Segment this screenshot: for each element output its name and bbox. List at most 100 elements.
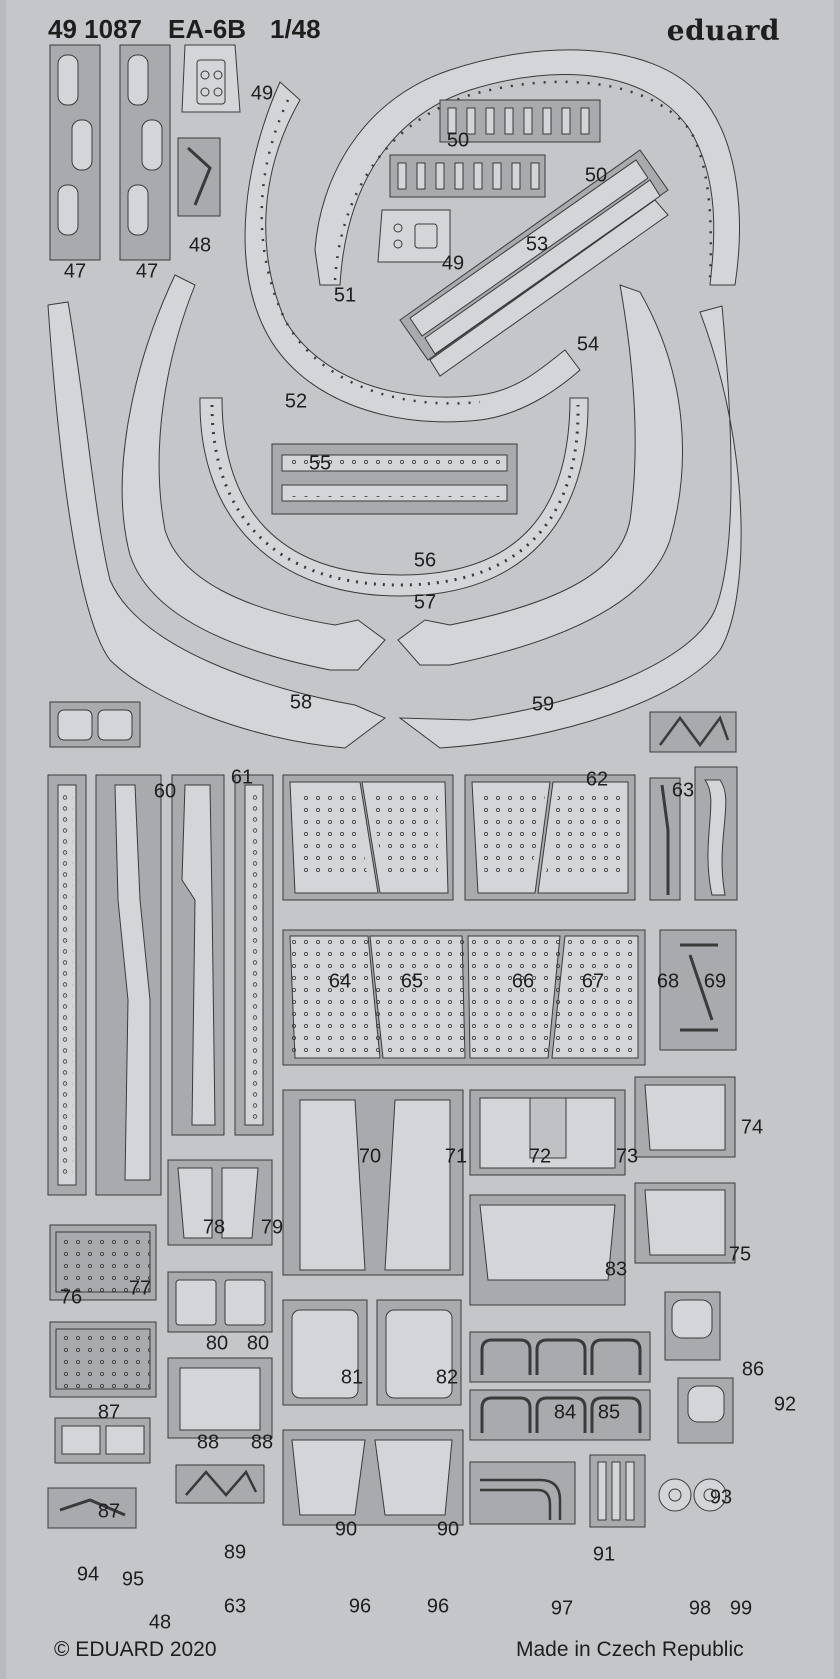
part-label: 51 [333,284,357,307]
part-label: 55 [308,452,332,475]
part-label: 60 [153,780,177,803]
part-label: 61 [230,766,254,789]
part-label: 95 [121,1568,145,1591]
part-label: 98 [688,1597,712,1620]
part-77 [95,774,162,1196]
part-label: 97 [550,1597,574,1620]
part-62 [398,305,742,749]
part-label: 83 [604,1258,628,1281]
part-label: 47 [135,260,159,283]
part-label: 76 [59,1286,83,1309]
part-label: 58 [289,691,313,714]
part-58 [121,274,386,671]
part-74 [659,929,737,1051]
part-label: 92 [773,1393,797,1416]
part-50-top [439,99,601,143]
part-51 [314,49,740,286]
part-label: 86 [741,1358,765,1381]
part-label: 74 [740,1116,764,1139]
part-93 [677,1377,734,1444]
aircraft-model: EA-6B [168,14,247,44]
part-81-82 [282,1089,464,1276]
part-80 [167,1159,273,1246]
part-label: 62 [585,768,609,791]
part-70-73-panel [282,929,646,1066]
part-59 [397,284,683,666]
part-94-95 [54,1417,151,1464]
part-label: 88 [196,1431,220,1454]
part-57 [199,397,589,597]
part-52 [244,81,581,423]
part-label: 80 [205,1332,229,1355]
eduard-logo: eduard [666,14,780,47]
part-50-bottom [389,154,546,198]
part-47-left [49,44,101,261]
copyright: © EDUARD 2020 [54,1638,217,1661]
part-label: 50 [584,164,608,187]
part-87-bottom [49,1321,157,1398]
part-label: 93 [709,1486,733,1509]
part-label: 82 [435,1366,459,1389]
part-label: 96 [426,1595,450,1618]
part-label: 53 [525,233,549,256]
part-88 [167,1271,273,1333]
set-code: 49 1087 [48,14,142,44]
part-label: 94 [76,1563,100,1586]
part-label: 90 [436,1518,460,1541]
part-48-top [177,137,221,217]
part-63-bottom [175,1464,265,1504]
part-label: 49 [441,252,465,275]
part-label: 65 [400,970,424,993]
part-label: 87 [97,1500,121,1523]
part-89 [167,1357,273,1439]
part-label: 67 [581,970,605,993]
part-label: 47 [63,260,87,283]
part-91 [469,1389,651,1441]
part-label: 72 [528,1145,552,1168]
part-90-right [376,1299,462,1406]
part-47-right [119,44,171,261]
part-label: 81 [340,1366,364,1389]
part-79 [234,774,274,1136]
part-90-left [282,1299,368,1406]
origin-label: Made in Czech Republic [516,1638,744,1661]
part-label: 68 [656,970,680,993]
part-label: 48 [148,1611,172,1634]
part-69 [694,766,738,901]
part-label: 57 [413,591,437,614]
part-99 [658,1478,727,1512]
part-66-67 [464,774,636,901]
part-label: 85 [597,1401,621,1424]
part-72-73 [469,1089,626,1176]
scale-label: 1/48 [270,14,321,44]
part-78 [171,774,225,1136]
part-75-bottom [634,1182,736,1264]
part-label: 70 [358,1145,382,1168]
part-84-85 [469,1331,651,1383]
part-64-65 [282,774,454,901]
part-75-top [634,1076,736,1158]
part-label: 78 [202,1216,226,1239]
part-label: 64 [328,970,352,993]
part-label: 49 [250,82,274,105]
part-label: 66 [511,970,535,993]
part-87-top [49,1224,157,1301]
part-76 [47,774,87,1196]
part-label: 50 [446,129,470,152]
part-label: 88 [250,1431,274,1454]
part-label: 73 [615,1145,639,1168]
part-label: 84 [553,1401,577,1424]
part-label: 56 [413,549,437,572]
part-label: 59 [531,693,555,716]
part-49-top [181,44,241,113]
part-label: 52 [284,390,308,413]
part-label: 79 [260,1216,284,1239]
part-label: 89 [223,1541,247,1564]
part-83 [469,1194,626,1306]
part-86-92 [664,1291,721,1361]
part-63-top [649,711,737,753]
part-label: 99 [729,1597,753,1620]
part-label: 69 [703,970,727,993]
